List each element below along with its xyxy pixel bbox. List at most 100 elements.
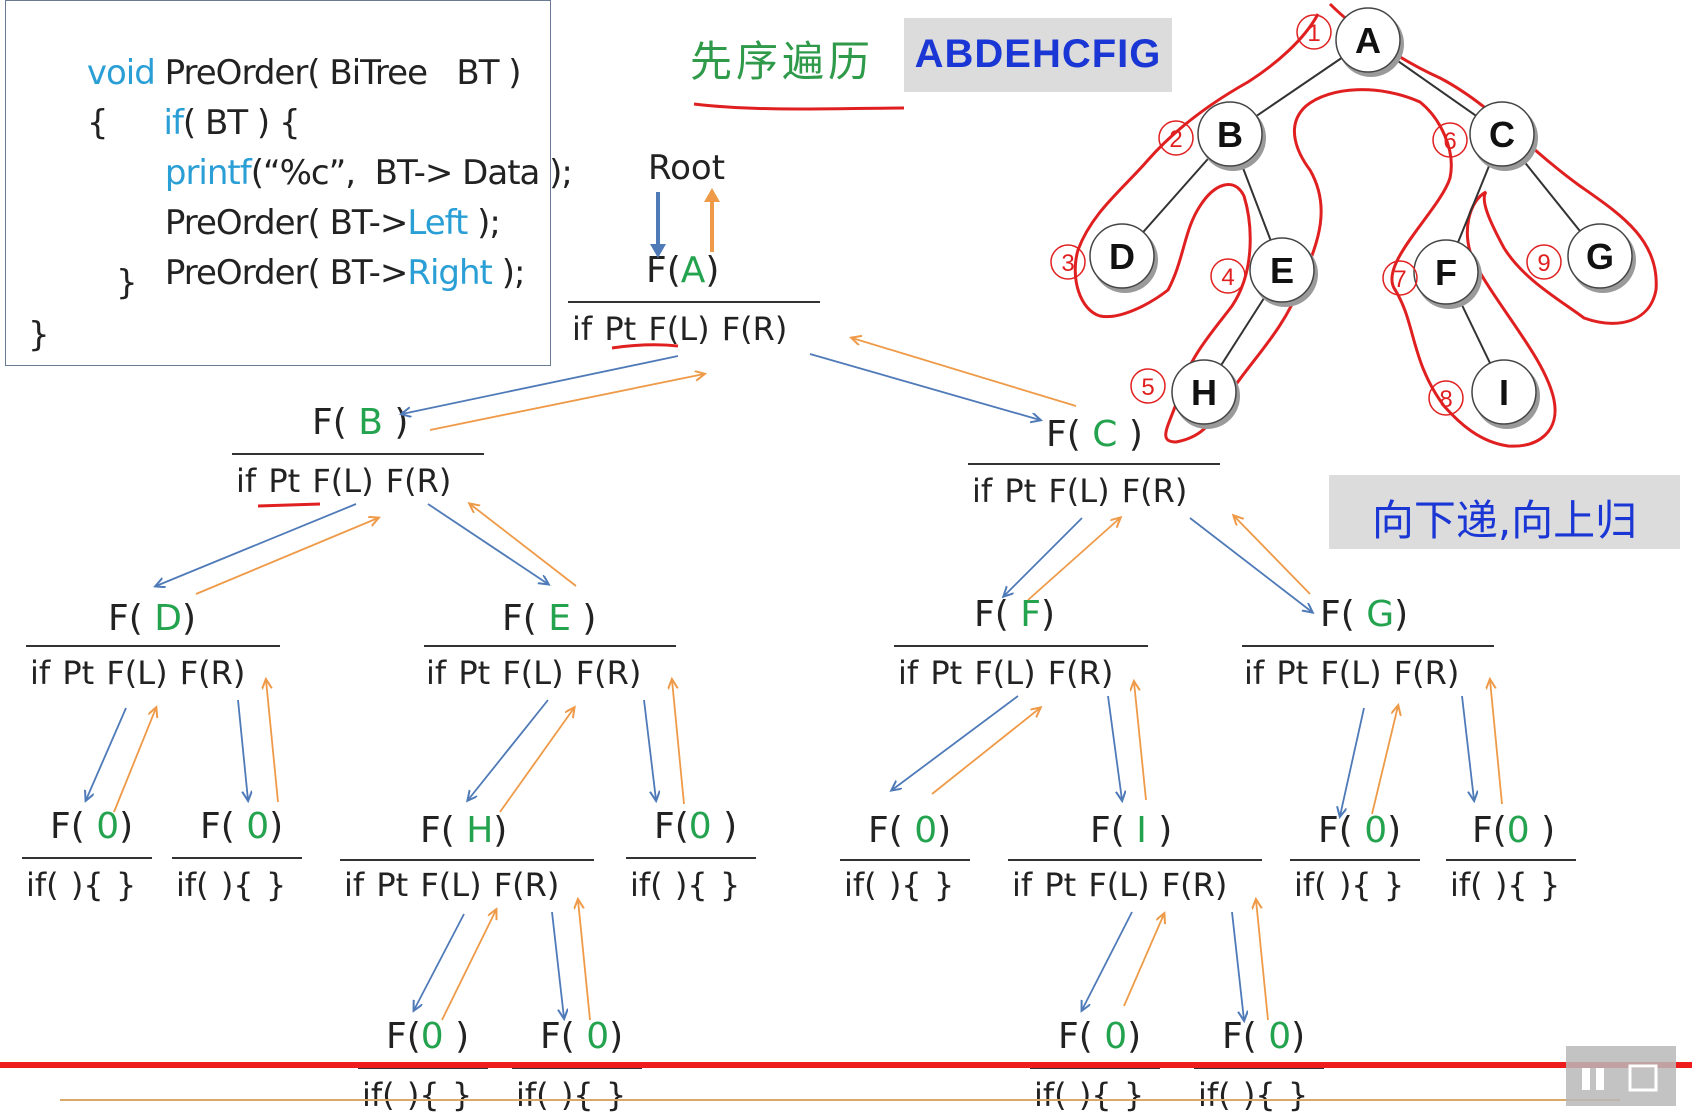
visit-order-number: 7 (1393, 266, 1406, 293)
return-arrow-I-right (1256, 900, 1269, 1021)
visit-order-circle (1432, 122, 1468, 158)
descend-arrow-H-right (551, 911, 564, 1018)
return-arrow-F-left (931, 708, 1040, 795)
sequence-text: ABDEHCFIG (914, 32, 1162, 76)
visit-order-circle (1526, 244, 1562, 280)
descend-arrow-F-left (892, 695, 1019, 790)
tree-node-E: E4 (1210, 237, 1318, 307)
code-text: ); (491, 253, 526, 293)
tree-node-label: F (1435, 252, 1457, 293)
frame-row-I-left: if( ){ } (1034, 1076, 1145, 1114)
descend-arrow-B-E (427, 503, 548, 584)
code-line-4: PreOrder( BT->Left ); (106, 163, 501, 283)
visit-order-circle (1130, 368, 1166, 404)
tree-node-circle (1469, 101, 1535, 167)
fullscreen-icon (1628, 1064, 1658, 1092)
frame-row-D-left: if( ){ } (26, 866, 137, 904)
tree-node-circle (1197, 101, 1263, 167)
visit-order-circle (1428, 380, 1464, 416)
call-label-G: F( G) (1320, 594, 1409, 635)
page-title: 先序遍历 (690, 37, 875, 86)
return-arrow-B-A (429, 374, 704, 431)
visit-order-number: 6 (1443, 128, 1456, 155)
tree-node-circle (1335, 7, 1401, 73)
frame-row-E-right: if( ){ } (630, 866, 741, 904)
call-label-D: F( D) (108, 598, 196, 639)
descend-arrow-F-I (1107, 695, 1122, 800)
return-arrow-G-C (1234, 516, 1311, 595)
code-keyword: if (163, 103, 184, 143)
tree-node-I: I8 (1428, 359, 1540, 429)
motto-box: 向下递,向上归 (1329, 475, 1680, 549)
call-label-I-left: F( 0) (1058, 1016, 1142, 1057)
call-label-I-right: F( 0) (1222, 1016, 1306, 1057)
call-label-H-left: F(0 ) (386, 1016, 470, 1057)
title-underline (693, 102, 905, 111)
pause-icon-bar (1596, 1068, 1604, 1090)
call-label-I: F( I ) (1090, 810, 1173, 851)
visit-order-number: 3 (1061, 250, 1074, 277)
frame-row-G-right: if( ){ } (1450, 866, 1561, 904)
frame-row-D: if Pt F(L) F(R) (30, 654, 246, 692)
visit-order-number: 4 (1221, 264, 1234, 291)
frame-row-H-right: if( ){ } (516, 1076, 627, 1114)
tree-node-H: H5 (1130, 359, 1240, 429)
visit-order-number: 2 (1169, 126, 1182, 153)
tree-node-G: G9 (1526, 223, 1636, 293)
frame-row-E: if Pt F(L) F(R) (426, 654, 642, 692)
call-label-C: F( C ) (1046, 414, 1143, 455)
tree-node-label: B (1217, 114, 1243, 155)
visit-order-number: 5 (1141, 374, 1154, 401)
frame-row-H: if Pt F(L) F(R) (344, 866, 560, 904)
tree-node-label: D (1109, 236, 1135, 277)
code-keyword: printf (164, 153, 252, 193)
traversal-outline (1073, 2, 1658, 448)
tree-node-label: A (1355, 20, 1381, 61)
descend-arrows (86, 353, 1474, 1020)
return-arrows (113, 338, 1503, 1021)
tree-node-C: C6 (1432, 101, 1538, 171)
frame-row-D-right: if( ){ } (176, 866, 287, 904)
visit-order-circle (1050, 244, 1086, 280)
tree-node-label: C (1489, 114, 1515, 155)
frame-row-F-left: if( ){ } (844, 866, 955, 904)
visit-order-number: 8 (1439, 386, 1452, 413)
tree-node-circle (1413, 239, 1479, 305)
descend-arrow-D-right (237, 699, 248, 800)
pt-underline-B (257, 502, 321, 508)
return-arrow-E-right (672, 680, 685, 805)
call-label-A: F(A) (646, 250, 720, 291)
code-line-5: PreOrder( BT->Right ); (106, 213, 526, 333)
return-arrow-F-I (1134, 682, 1147, 801)
pt-underline-A (611, 343, 679, 350)
return-arrow-C-A (852, 338, 1077, 407)
tree-node-circle (1249, 237, 1315, 303)
code-line-3: printf(“%c”, BT-> Data ); (106, 113, 573, 233)
progress-bar (0, 1062, 1692, 1068)
motto-text: 向下递,向上归 (1371, 496, 1638, 545)
descend-arrow-D-left (86, 707, 127, 800)
tree-node-B: B2 (1158, 101, 1266, 171)
tree-node-circle (1089, 223, 1155, 289)
frame-row-B: if Pt F(L) F(R) (236, 462, 452, 500)
descend-arrow-C-F (1004, 517, 1083, 596)
visit-order-circle (1210, 258, 1246, 294)
visit-order-circle (1158, 120, 1194, 156)
tree-node-F: F7 (1382, 239, 1482, 309)
descend-arrow-B-D (156, 503, 357, 586)
tree-node-circle (1171, 359, 1237, 425)
call-label-F-left: F( 0) (868, 810, 952, 851)
call-label-F: F( F) (974, 594, 1055, 635)
frame-lines (22, 301, 1576, 1069)
frame-row-I: if Pt F(L) F(R) (1012, 866, 1228, 904)
code-text: PreOrder( BT-> (164, 203, 408, 243)
code-line-7: } (28, 315, 50, 355)
visit-order-circle (1382, 260, 1418, 296)
code-text: ( BT ) { (182, 103, 301, 143)
code-keyword: void (86, 53, 156, 93)
frame-row-H-left: if( ){ } (362, 1076, 473, 1114)
call-label-E-right: F(0 ) (654, 806, 738, 847)
call-label-D-left: F( 0) (50, 806, 134, 847)
